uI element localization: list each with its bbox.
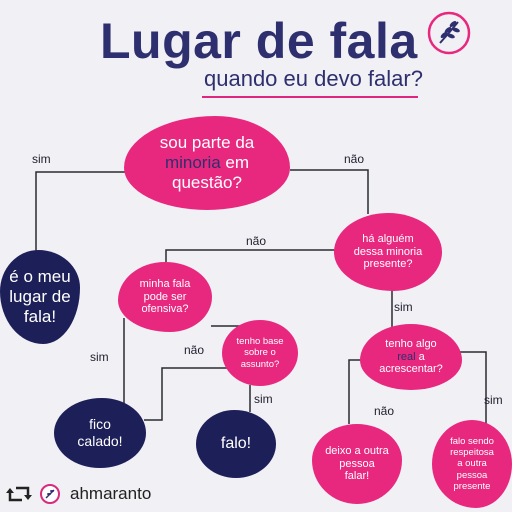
a-meu-lugar-line3: fala! xyxy=(23,307,57,327)
node-question-ofensiva: minha fala pode ser ofensiva? xyxy=(118,262,212,332)
retweet-icon[interactable] xyxy=(4,479,34,509)
q3-line3: ofensiva? xyxy=(141,303,189,316)
q3-line2: pode ser xyxy=(143,290,187,303)
node-answer-fico-calado: fico calado! xyxy=(54,398,146,468)
page-title: Lugar de fala xyxy=(100,13,418,69)
a-sendo-line3: a outra xyxy=(457,458,487,470)
a-sendo-line5: presente xyxy=(453,480,491,492)
a-meu-lugar-line1: é o meu xyxy=(9,266,71,286)
edge-label-q1-nao: não xyxy=(344,152,365,166)
q4-line2: sobre o xyxy=(244,347,276,359)
node-question-base: tenho base sobre o assunto? xyxy=(222,320,298,386)
node-answer-meu-lugar: é o meu lugar de fala! xyxy=(0,250,80,344)
laurel-avatar-icon xyxy=(45,489,55,499)
q5-line3: acrescentar? xyxy=(379,363,443,376)
q1-text-pre: sou parte da xyxy=(159,132,255,152)
a-sendo-line4: pessoa xyxy=(456,469,488,481)
edge-label-q1-sim: sim xyxy=(32,152,51,166)
edge-label-q4-sim: sim xyxy=(254,392,273,406)
q1-highlight: minoria xyxy=(164,152,221,172)
node-answer-deixo-falar: deixo a outra pessoa falar! xyxy=(312,424,402,504)
q1-text-post: em xyxy=(225,152,250,172)
q5-post: a xyxy=(418,350,425,363)
q1-text-last: questão? xyxy=(172,173,242,193)
q2-line3: presente? xyxy=(363,258,413,271)
node-question-alguem-presente: há alguém dessa minoria presente? xyxy=(334,213,442,291)
repost-footer: ahmaranto xyxy=(0,476,512,512)
a-deixo-line1: deixo a outra xyxy=(325,444,389,457)
a-deixo-line2: pessoa xyxy=(339,457,375,470)
node-answer-falo: falo! xyxy=(196,410,276,478)
q4-line3: assunto? xyxy=(240,358,280,370)
node-question-minority: sou parte da minoria em questão? xyxy=(124,116,290,210)
page-subtitle: quando eu devo falar? xyxy=(204,66,423,91)
edge-label-q3-nao: não xyxy=(184,343,205,357)
q3-line1: minha fala xyxy=(139,277,191,290)
q5-highlight: real xyxy=(397,350,416,363)
edge-label-q5-nao: não xyxy=(374,404,395,418)
a-sendo-line2: respeitosa xyxy=(450,447,494,459)
q2-line2: dessa minoria xyxy=(353,245,423,258)
node-question-acrescentar: tenho algo real a acrescentar? xyxy=(360,324,462,390)
q5-line1: tenho algo xyxy=(385,337,437,350)
a-deixo-line3: falar! xyxy=(344,470,370,483)
node-answer-falo-respeitosa: falo sendo respeitosa a outra pessoa pre… xyxy=(432,420,512,508)
avatar[interactable] xyxy=(40,484,60,504)
q4-line1: tenho base xyxy=(236,336,284,348)
edge-label-q2-sim: sim xyxy=(394,300,413,314)
subtitle-underline xyxy=(202,96,418,98)
q2-line1: há alguém xyxy=(362,232,414,245)
a-calado-line1: fico xyxy=(89,416,111,433)
a-meu-lugar-line2: lugar de xyxy=(9,286,71,306)
a-calado-line2: calado! xyxy=(77,433,123,449)
a-sendo-line1: falo sendo xyxy=(450,435,494,447)
laurel-branch-icon xyxy=(427,11,471,55)
username-handle[interactable]: ahmaranto xyxy=(70,484,152,503)
edge-label-q2-nao: não xyxy=(246,234,267,248)
a-falo-line1: falo! xyxy=(220,434,252,452)
edge-label-q5-sim: sim xyxy=(484,393,503,407)
edge-label-q3-sim: sim xyxy=(90,350,109,364)
